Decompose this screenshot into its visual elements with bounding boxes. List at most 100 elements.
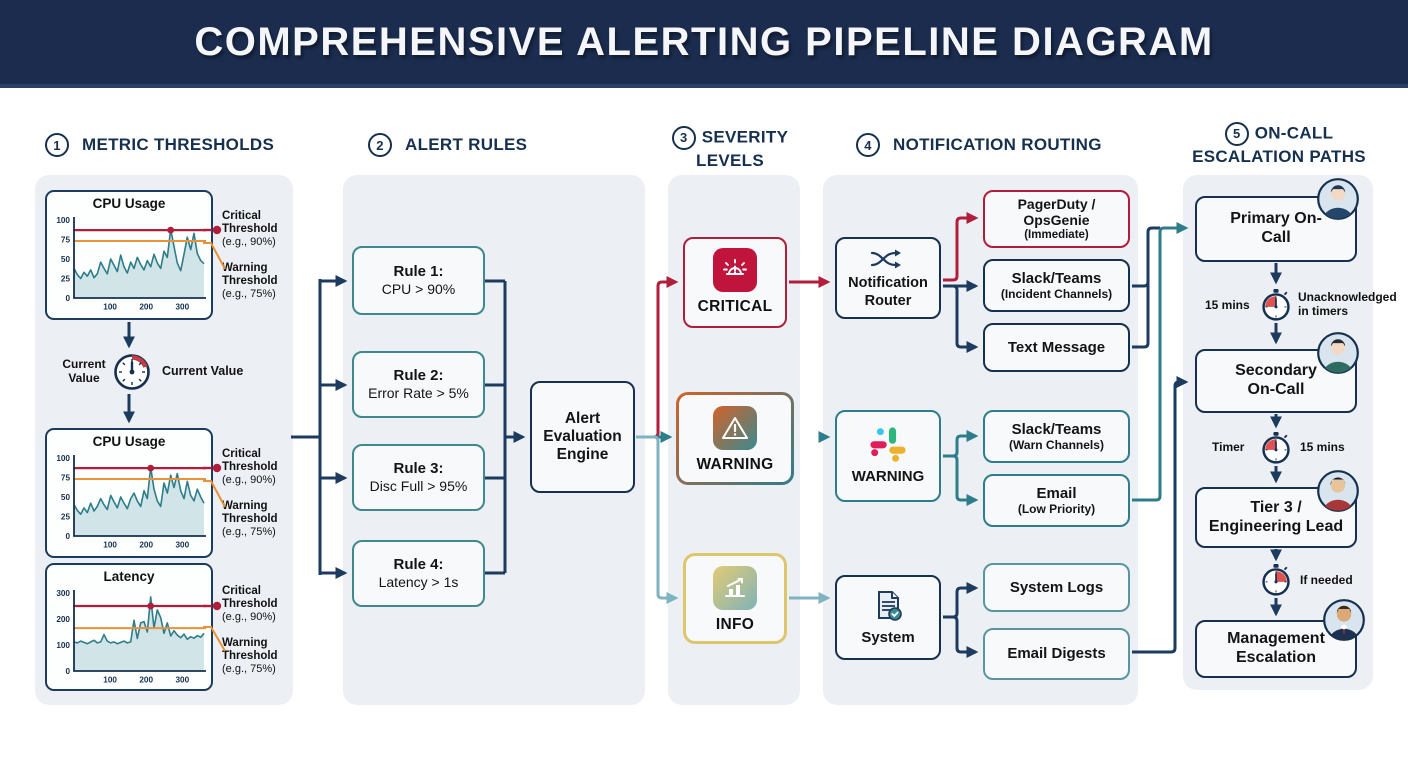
primary-oncall-avatar bbox=[1316, 177, 1360, 226]
timer-1-right-label: Unacknowledged in timers bbox=[1298, 290, 1397, 318]
tier3-avatar bbox=[1316, 469, 1360, 518]
svg-text:0: 0 bbox=[65, 294, 70, 303]
gauge-left-label: Current Value bbox=[62, 357, 106, 385]
timer-2-right-label: 15 mins bbox=[1300, 440, 1345, 454]
section-header-alert-rules: 2 ALERT RULES bbox=[368, 133, 527, 157]
svg-text:200: 200 bbox=[139, 676, 153, 685]
svg-text:50: 50 bbox=[61, 255, 71, 264]
critical-threshold-label: Critical Threshold (e.g., 90%) bbox=[222, 210, 278, 249]
section-label: NOTIFICATION ROUTING bbox=[893, 135, 1102, 154]
slack-teams-incident-box: Slack/Teams (Incident Channels) bbox=[983, 259, 1130, 312]
svg-text:100: 100 bbox=[103, 541, 117, 550]
svg-text:0: 0 bbox=[65, 532, 70, 541]
timer-2-icon bbox=[1259, 431, 1293, 470]
svg-text:25: 25 bbox=[61, 512, 71, 521]
email-digests-box: Email Digests bbox=[983, 628, 1130, 680]
svg-text:200: 200 bbox=[139, 303, 153, 312]
svg-text:25: 25 bbox=[61, 274, 71, 283]
slack-logo-icon bbox=[870, 427, 906, 462]
cpu-usage-chart-1: 0 25 50 75 100 100 200 300 bbox=[47, 211, 211, 320]
section-number-2: 2 bbox=[368, 133, 392, 157]
router-label: Notification Router bbox=[848, 275, 928, 309]
critical-alarm-icon bbox=[713, 248, 757, 293]
section-number-4: 4 bbox=[856, 133, 880, 157]
rule-4-box: Rule 4: Latency > 1s bbox=[352, 540, 485, 607]
warning-threshold-label: Warning Threshold (e.g., 75%) bbox=[222, 262, 278, 301]
email-low-priority-box: Email (Low Priority) bbox=[983, 474, 1130, 527]
svg-text:100: 100 bbox=[103, 676, 117, 685]
section-label: SEVERITY LEVELS bbox=[696, 127, 789, 170]
svg-text:100: 100 bbox=[56, 641, 70, 650]
svg-text:200: 200 bbox=[139, 541, 153, 550]
slack-teams-warn-box: Slack/Teams (Warn Channels) bbox=[983, 410, 1130, 463]
severity-warning-box: WARNING bbox=[676, 392, 794, 485]
page-title: COMPREHENSIVE ALERTING PIPELINE DIAGRAM bbox=[194, 19, 1214, 64]
info-chart-icon bbox=[713, 565, 757, 610]
section-number-1: 1 bbox=[45, 133, 69, 157]
section-label: ALERT RULES bbox=[405, 135, 528, 154]
section-header-notification-routing: 4 NOTIFICATION ROUTING bbox=[856, 133, 1102, 157]
chart-title: CPU Usage bbox=[92, 434, 166, 449]
section-number-3: 3 bbox=[671, 126, 696, 150]
severity-info-box: INFO bbox=[683, 553, 787, 644]
section-header-metric-thresholds: 1 METRIC THRESHOLDS bbox=[45, 133, 274, 157]
warning-triangle-icon bbox=[713, 405, 757, 450]
svg-text:300: 300 bbox=[175, 303, 189, 312]
svg-text:0: 0 bbox=[65, 667, 70, 676]
svg-text:300: 300 bbox=[175, 541, 189, 550]
system-logs-box: System Logs bbox=[983, 563, 1130, 612]
critical-threshold-label: Critical Threshold (e.g., 90%) bbox=[222, 585, 278, 624]
severity-critical-box: CRITICAL bbox=[683, 237, 787, 328]
warning-hub-label: WARNING bbox=[851, 468, 925, 486]
gauge-right-label: Current Value bbox=[162, 364, 244, 378]
latency-chart: 0 100 200 300 100 200 300 bbox=[47, 584, 211, 693]
shuffle-icon bbox=[870, 249, 901, 269]
timer-3-icon bbox=[1259, 563, 1293, 602]
svg-text:50: 50 bbox=[61, 493, 71, 502]
timer-3-right-label: If needed bbox=[1300, 573, 1353, 587]
severity-label: INFO bbox=[715, 615, 755, 633]
cpu-usage-chart-2: 0 25 50 75 100 100 200 300 bbox=[47, 449, 211, 558]
svg-text:100: 100 bbox=[103, 303, 117, 312]
title-banner: COMPREHENSIVE ALERTING PIPELINE DIAGRAM bbox=[0, 0, 1408, 88]
rule-1-box: Rule 1: CPU > 90% bbox=[352, 246, 485, 315]
alert-evaluation-engine-box: Alert Evaluation Engine bbox=[530, 381, 635, 493]
timer-1-left-label: 15 mins bbox=[1205, 298, 1250, 312]
secondary-oncall-avatar bbox=[1316, 331, 1360, 380]
cpu-usage-chart-box-1: CPU Usage 0 25 50 75 100 100 200 300 bbox=[45, 190, 213, 320]
pagerduty-opsgenie-box: PagerDuty / OpsGenie (Immediate) bbox=[983, 190, 1130, 248]
latency-chart-box: Latency 0 100 200 300 100 200 300 bbox=[45, 563, 213, 691]
chart-title: CPU Usage bbox=[92, 196, 166, 211]
section-label: ON-CALL ESCALATION PATHS bbox=[1192, 123, 1366, 166]
system-hub-box: System bbox=[835, 575, 941, 660]
warning-threshold-label: Warning Threshold (e.g., 75%) bbox=[222, 637, 278, 676]
svg-text:300: 300 bbox=[56, 589, 70, 598]
gauge-icon bbox=[112, 352, 152, 397]
secondary-oncall-box: Secondary On-Call bbox=[1195, 349, 1357, 413]
critical-threshold-label: Critical Threshold (e.g., 90%) bbox=[222, 448, 278, 487]
warning-threshold-label: Warning Threshold (e.g., 75%) bbox=[222, 500, 278, 539]
notification-router-box: Notification Router bbox=[835, 237, 941, 319]
section-label: METRIC THRESHOLDS bbox=[82, 135, 275, 154]
system-hub-label: System bbox=[861, 629, 915, 647]
svg-text:200: 200 bbox=[56, 615, 70, 624]
document-check-icon bbox=[878, 591, 902, 621]
cpu-usage-chart-box-2: CPU Usage 0 25 50 75 100 100 200 300 bbox=[45, 428, 213, 558]
rule-3-box: Rule 3: Disc Full > 95% bbox=[352, 444, 485, 511]
chart-title: Latency bbox=[103, 569, 155, 584]
svg-text:100: 100 bbox=[56, 454, 70, 463]
svg-text:300: 300 bbox=[175, 676, 189, 685]
timer-2-left-label: Timer bbox=[1212, 440, 1245, 454]
severity-label: WARNING bbox=[696, 455, 774, 473]
warning-hub-box: WARNING bbox=[835, 410, 941, 502]
svg-text:100: 100 bbox=[56, 216, 70, 225]
text-message-box: Text Message bbox=[983, 323, 1130, 372]
svg-text:75: 75 bbox=[61, 473, 71, 482]
management-avatar bbox=[1322, 598, 1366, 647]
timer-1-icon bbox=[1259, 288, 1293, 327]
rule-2-box: Rule 2: Error Rate > 5% bbox=[352, 351, 485, 418]
svg-text:75: 75 bbox=[61, 235, 71, 244]
